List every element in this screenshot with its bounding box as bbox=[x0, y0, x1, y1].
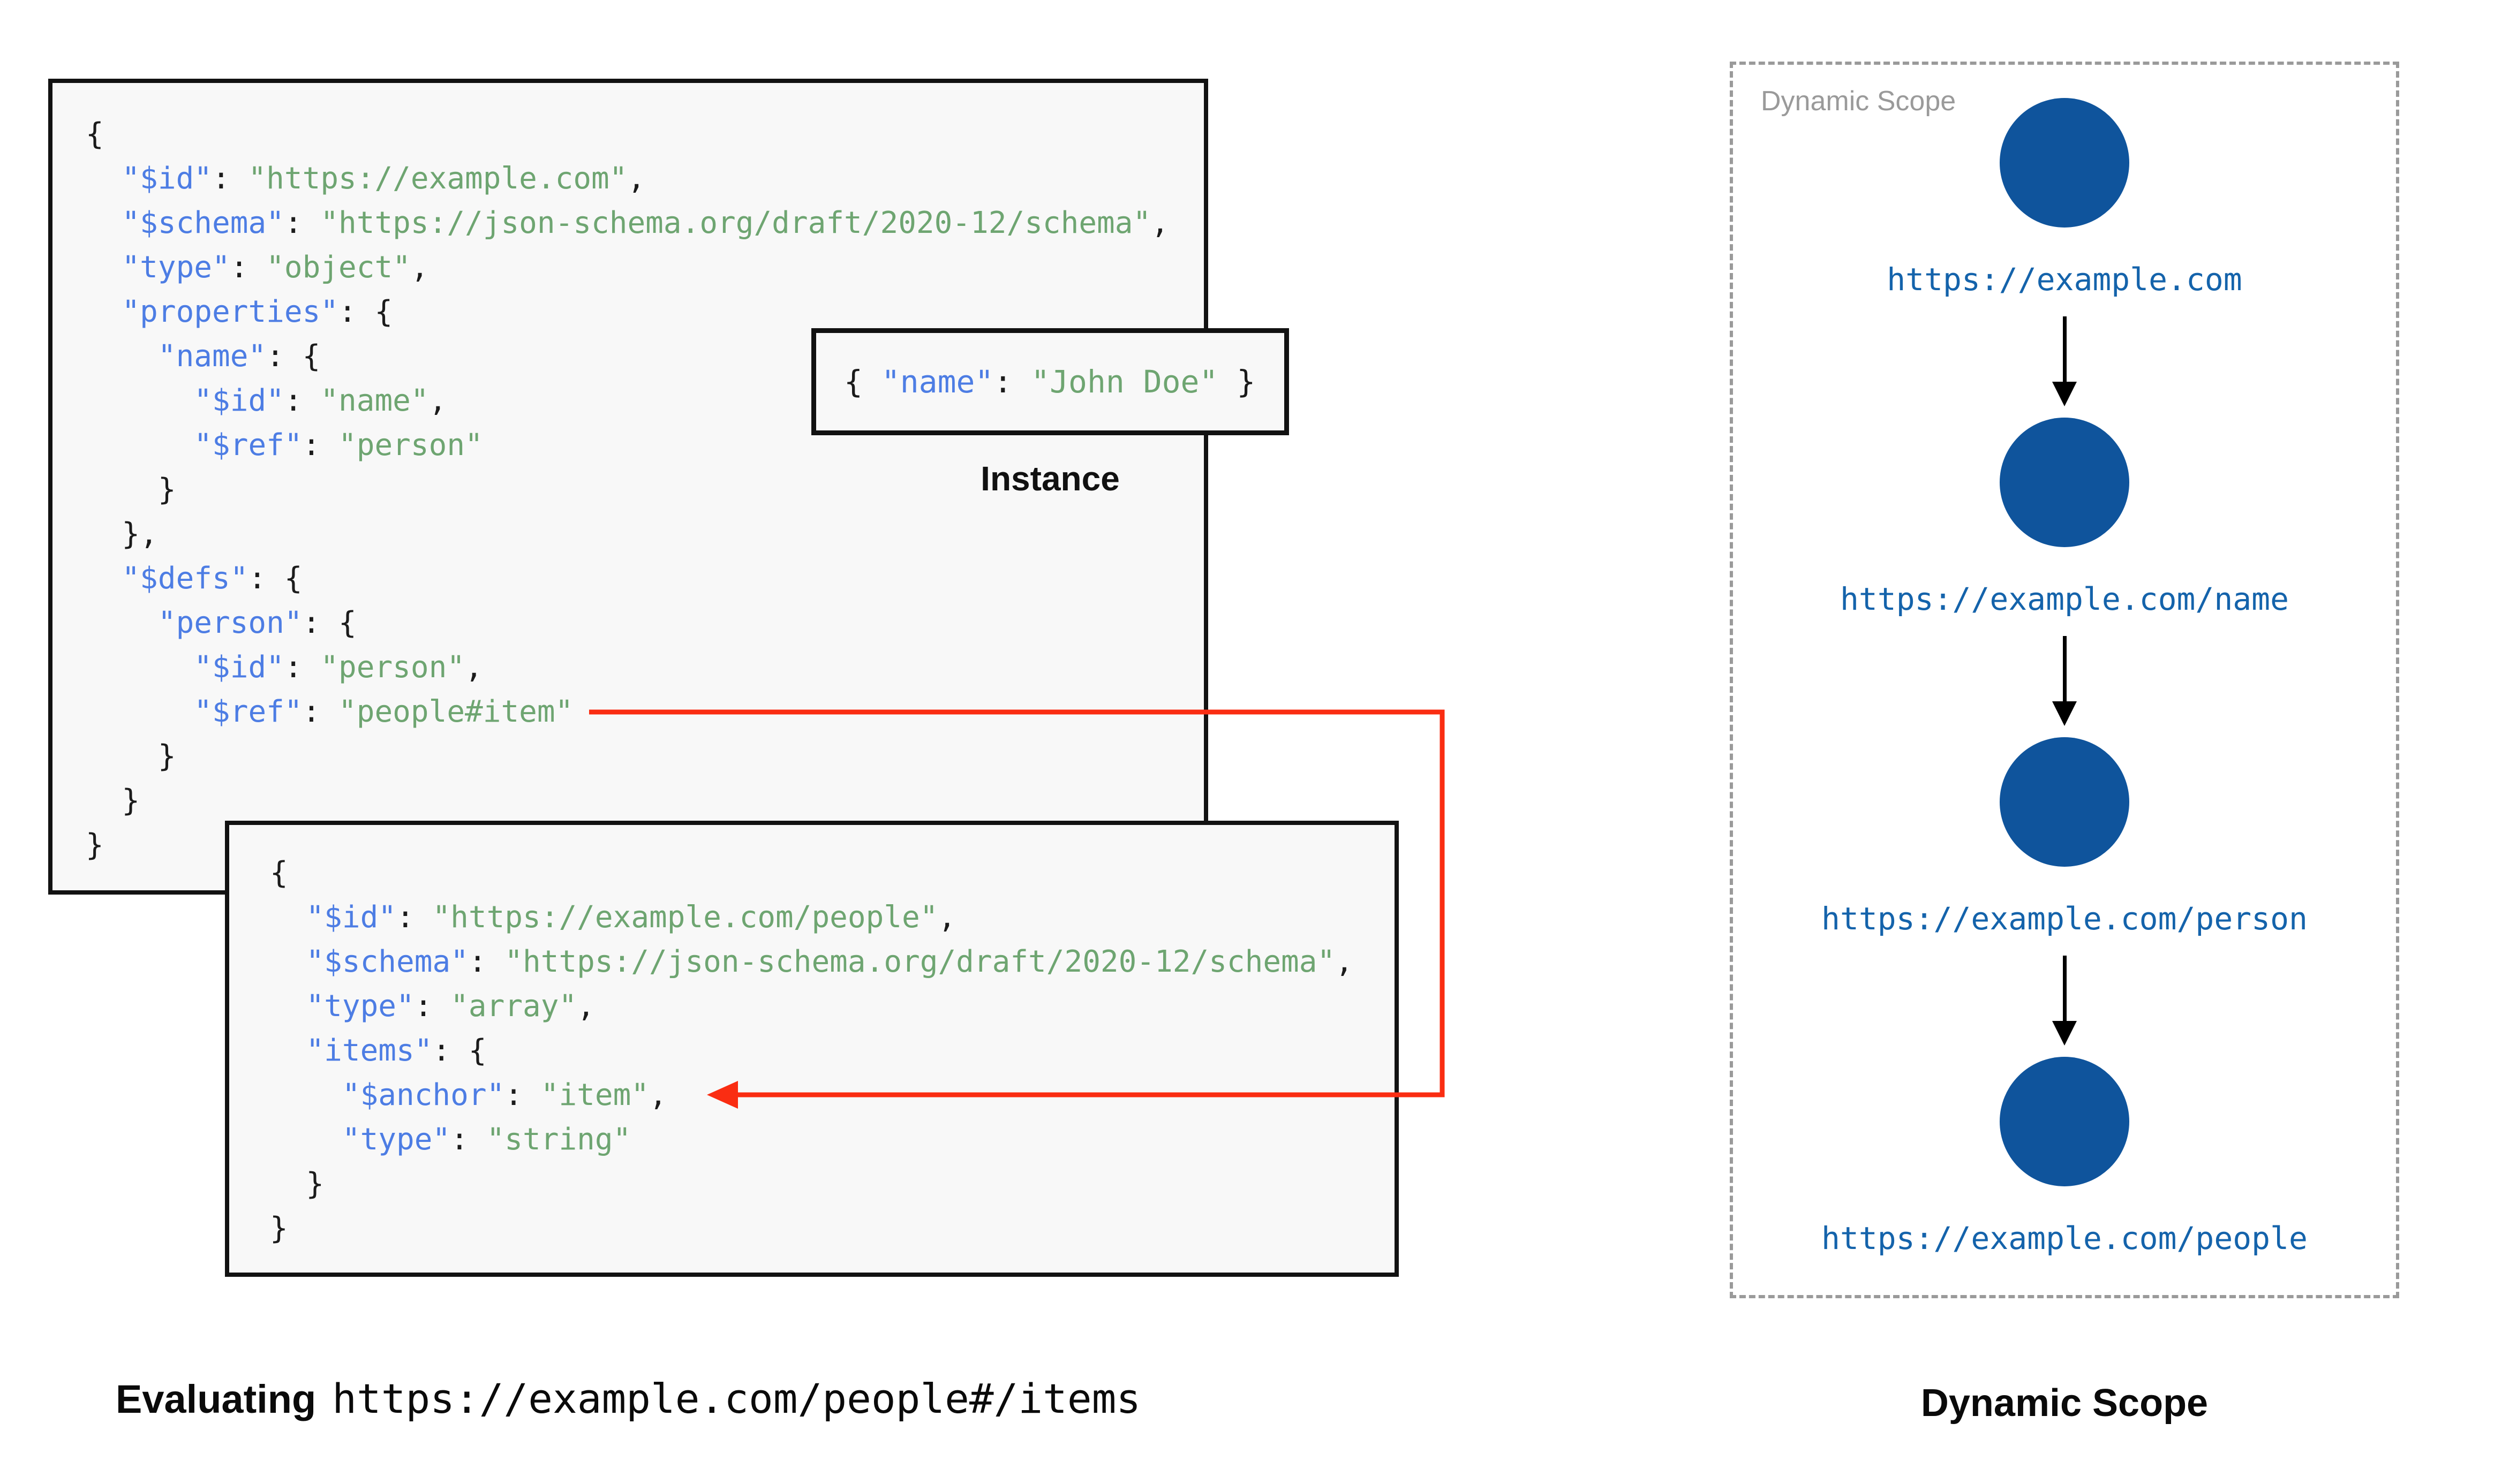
instance-label: Instance bbox=[981, 459, 1120, 498]
scope-node-uri: https://example.com/name bbox=[1840, 581, 2289, 617]
evaluating-caption-bold: Evaluating bbox=[116, 1377, 316, 1421]
evaluating-caption: Evaluating https://example.com/people#/i… bbox=[116, 1375, 1141, 1422]
instance-code: { "name": "John Doe" } bbox=[844, 364, 1256, 400]
down-arrow-head bbox=[2052, 1021, 2077, 1046]
scope-node-uri: https://example.com/person bbox=[1821, 900, 2308, 937]
down-arrow-shaft bbox=[2062, 316, 2067, 382]
scope-node-circle bbox=[2000, 98, 2129, 228]
down-arrow-icon bbox=[2052, 316, 2077, 406]
evaluating-caption-uri: https://example.com/people#/items bbox=[332, 1375, 1141, 1422]
down-arrow-shaft bbox=[2062, 636, 2067, 701]
dynamic-scope-caption: Dynamic Scope bbox=[1920, 1382, 2209, 1425]
people-schema-code: { "$id": "https://example.com/people", "… bbox=[270, 855, 1353, 1246]
scope-node-circle bbox=[2000, 737, 2129, 867]
scope-node-circle bbox=[2000, 418, 2129, 547]
instance-box: { "name": "John Doe" } bbox=[811, 328, 1289, 435]
down-arrow-head bbox=[2052, 701, 2077, 726]
root-schema-code: { "$id": "https://example.com", "$schema… bbox=[86, 117, 1169, 862]
people-schema-box: { "$id": "https://example.com/people", "… bbox=[225, 821, 1399, 1277]
down-arrow-head bbox=[2052, 382, 2077, 406]
down-arrow-icon bbox=[2052, 956, 2077, 1046]
scope-node-circle bbox=[2000, 1057, 2129, 1186]
dynamic-scope-panel-label: Dynamic Scope bbox=[1761, 86, 1956, 117]
down-arrow-icon bbox=[2052, 636, 2077, 726]
down-arrow-shaft bbox=[2062, 956, 2067, 1021]
scope-node-uri: https://example.com/people bbox=[1821, 1220, 2308, 1256]
scope-node-uri: https://example.com bbox=[1887, 261, 2242, 298]
dynamic-scope-panel: Dynamic Scope https://example.com https:… bbox=[1730, 62, 2399, 1298]
